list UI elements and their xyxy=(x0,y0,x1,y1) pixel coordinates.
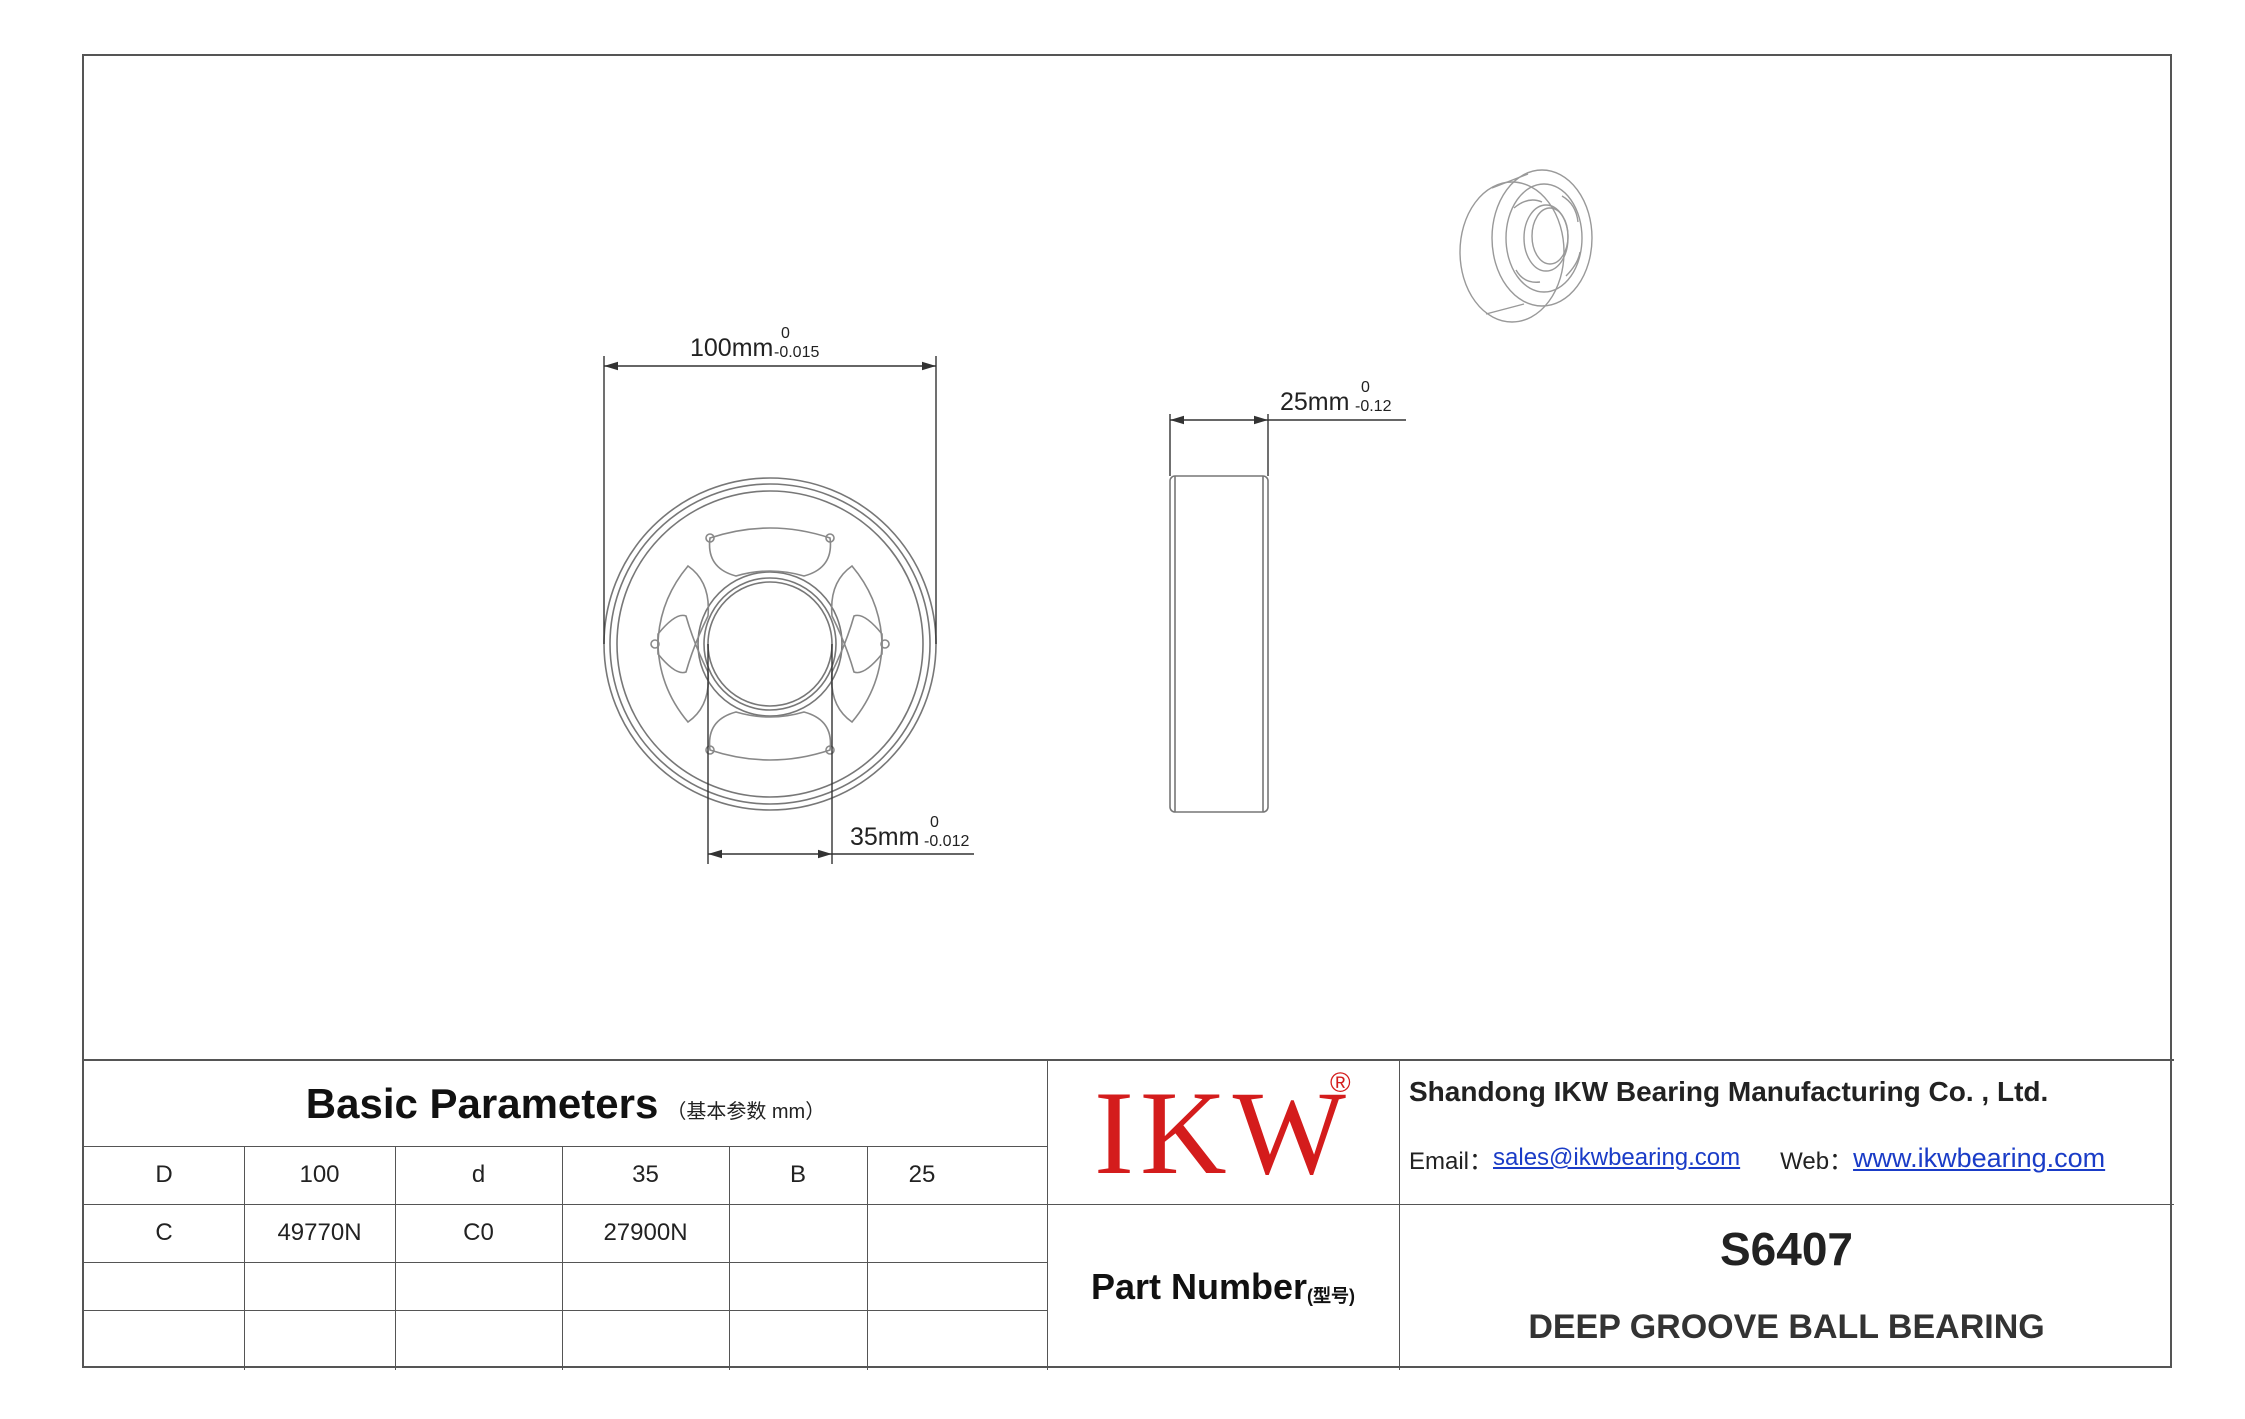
outer-diameter-lower-tol: -0.015 xyxy=(774,344,819,361)
web-link[interactable]: www.ikwbearing.com xyxy=(1853,1142,2106,1173)
width-upper-tol: 0 xyxy=(1361,379,1370,396)
technical-drawing: 100mm 0 -0.015 35mm 0 -0.012 xyxy=(84,56,2174,1059)
width-label: 25mm xyxy=(1280,388,1349,416)
email-link[interactable]: sales@ikwbearing.com xyxy=(1493,1144,1741,1171)
width-dimension xyxy=(1169,414,1406,476)
bearing-side-view xyxy=(1169,475,1269,813)
param-cell: C0 xyxy=(463,1219,494,1246)
company-name-row: Shandong IKW Bearing Manufacturing Co. ,… xyxy=(1409,1061,2174,1123)
param-cell xyxy=(729,1204,867,1262)
param-cell: 100 xyxy=(299,1161,340,1188)
drawing-sheet: 100mm 0 -0.015 35mm 0 -0.012 xyxy=(82,54,2174,1370)
param-cell: 25 xyxy=(908,1161,936,1188)
bearing-isometric-view xyxy=(1459,169,1593,323)
param-cell: D xyxy=(155,1161,173,1188)
param-cell: 35 xyxy=(632,1161,659,1188)
inner-diameter-lower-tol: -0.012 xyxy=(924,833,969,850)
part-number-value-cell: S6407 xyxy=(1399,1204,2174,1294)
outer-diameter-upper-tol: 0 xyxy=(781,325,790,342)
part-number-label: Part Number xyxy=(1090,1266,1308,1307)
email-label: Email： xyxy=(1409,1147,1494,1175)
outer-diameter-dimension xyxy=(603,356,937,644)
inner-diameter-upper-tol: 0 xyxy=(930,814,939,831)
title-block: Basic Parameters （基本参数 mm） D 100 d 35 B … xyxy=(84,1059,2174,1370)
param-cell: 27900N xyxy=(603,1219,688,1246)
inner-diameter-dimension xyxy=(707,644,974,864)
basic-parameters-title: Basic Parameters xyxy=(305,1079,659,1127)
part-number-value: S6407 xyxy=(1719,1223,1853,1275)
bearing-front-view xyxy=(603,477,937,811)
web-label: Web： xyxy=(1780,1147,1854,1175)
rivet-holes xyxy=(650,533,890,755)
logo-text: IKW xyxy=(1094,1065,1352,1199)
part-description: DEEP GROOVE BALL BEARING xyxy=(1528,1307,2045,1346)
param-cell xyxy=(867,1204,1047,1262)
param-cell: C xyxy=(155,1219,173,1246)
registered-mark: ® xyxy=(1330,1067,1351,1098)
company-name: Shandong IKW Bearing Manufacturing Co. ,… xyxy=(1409,1076,2049,1107)
part-number-label-cell: Part Number (型号) xyxy=(1047,1204,1399,1370)
part-number-sublabel: (型号) xyxy=(1307,1286,1356,1306)
bearing-drawing-svg: 100mm 0 -0.015 35mm 0 -0.012 xyxy=(603,169,1593,864)
ball-pockets xyxy=(657,527,883,761)
inner-diameter-label: 35mm xyxy=(850,823,919,851)
param-cell: d xyxy=(471,1161,486,1188)
param-cell: B xyxy=(789,1161,806,1188)
param-cell: 49770N xyxy=(277,1219,362,1246)
outer-diameter-label: 100mm xyxy=(690,334,773,362)
basic-parameters-header: Basic Parameters （基本参数 mm） xyxy=(84,1061,1047,1146)
width-lower-tol: -0.12 xyxy=(1355,398,1392,415)
company-logo: IKW ® xyxy=(1047,1061,1399,1204)
part-description-cell: DEEP GROOVE BALL BEARING xyxy=(1399,1287,2174,1367)
basic-parameters-subtitle: （基本参数 mm） xyxy=(666,1101,826,1123)
contact-row: Email： sales@ikwbearing.com Web： www.ikw… xyxy=(1409,1123,2174,1193)
